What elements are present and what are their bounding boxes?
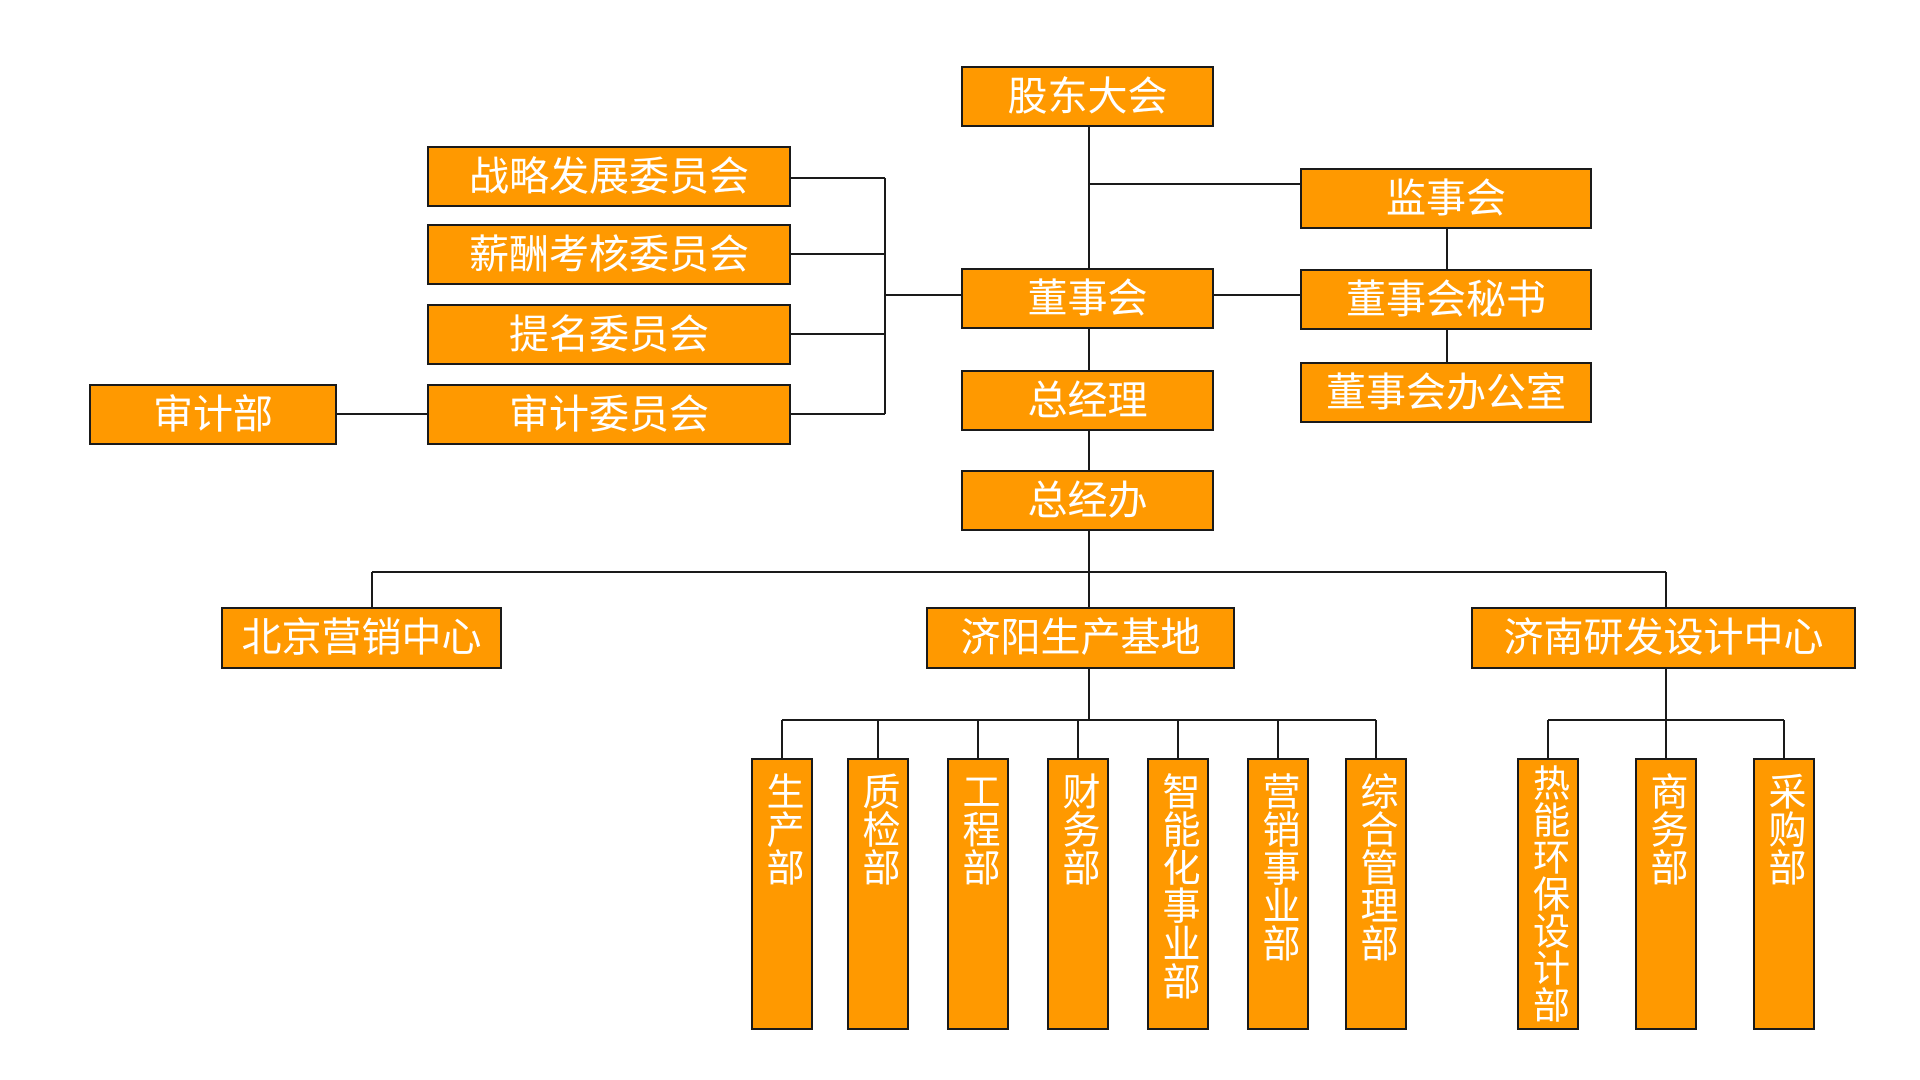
jinan-dept-commerce: 商务部	[1635, 758, 1697, 1030]
board-of-directors-box: 董事会	[961, 268, 1214, 329]
nomination-committee-label: 提名委员会	[509, 311, 709, 358]
jiyang-dept-quality: 质检部	[847, 758, 909, 1030]
general-manager-box: 总经理	[961, 370, 1214, 431]
general-manager-label: 总经理	[1027, 377, 1148, 424]
audit-committee-box: 审计委员会	[427, 384, 791, 445]
jiyang-dept-finance: 财务部	[1047, 758, 1109, 1030]
gm-office-label: 总经办	[1027, 477, 1148, 524]
board-office-box: 董事会办公室	[1300, 362, 1592, 423]
jinan-dept-thermal-design: 热能环保设计部	[1517, 758, 1579, 1030]
audit-department-box: 审计部	[89, 384, 337, 445]
audit-department-label: 审计部	[153, 391, 273, 438]
board-of-directors-label: 董事会	[1027, 275, 1148, 322]
supervisory-board-label: 监事会	[1386, 175, 1506, 222]
jiyang-dept-general-admin-label: 综合管理部	[1354, 772, 1398, 962]
jiyang-production-base-label: 济阳生产基地	[960, 615, 1201, 661]
shareholders-meeting-box: 股东大会	[961, 66, 1214, 127]
jiyang-dept-engineering-label: 工程部	[956, 772, 1000, 886]
jiyang-dept-production: 生产部	[751, 758, 813, 1030]
board-secretary-label: 董事会秘书	[1346, 276, 1546, 323]
jiyang-dept-marketing-label: 营销事业部	[1256, 772, 1300, 962]
jiyang-dept-marketing: 营销事业部	[1247, 758, 1309, 1030]
compensation-committee-box: 薪酬考核委员会	[427, 224, 791, 285]
strategy-committee-box: 战略发展委员会	[427, 146, 791, 207]
jiyang-dept-quality-label: 质检部	[856, 772, 900, 886]
jinan-dept-procurement-label: 采购部	[1762, 772, 1806, 886]
jiyang-dept-engineering: 工程部	[947, 758, 1009, 1030]
supervisory-board-box: 监事会	[1300, 168, 1592, 229]
jinan-dept-commerce-label: 商务部	[1644, 772, 1688, 886]
board-office-label: 董事会办公室	[1326, 369, 1566, 416]
jiyang-dept-finance-label: 财务部	[1056, 772, 1100, 886]
gm-office-box: 总经办	[961, 470, 1214, 531]
jiyang-dept-production-label: 生产部	[760, 772, 804, 886]
jinan-rd-center-box: 济南研发设计中心	[1471, 607, 1856, 669]
beijing-marketing-center-box: 北京营销中心	[221, 607, 502, 669]
jiyang-dept-intelligent: 智能化事业部	[1147, 758, 1209, 1030]
compensation-committee-label: 薪酬考核委员会	[469, 231, 749, 278]
jinan-dept-procurement: 采购部	[1753, 758, 1815, 1030]
beijing-marketing-center-label: 北京营销中心	[241, 615, 482, 661]
nomination-committee-box: 提名委员会	[427, 304, 791, 365]
jiyang-dept-intelligent-label: 智能化事业部	[1156, 772, 1200, 1000]
shareholders-meeting-label: 股东大会	[1007, 73, 1168, 120]
board-secretary-box: 董事会秘书	[1300, 269, 1592, 330]
jinan-dept-thermal-design-label: 热能环保设计部	[1526, 764, 1570, 1023]
jinan-rd-center-label: 济南研发设计中心	[1503, 615, 1824, 661]
audit-committee-label: 审计委员会	[509, 391, 709, 438]
jiyang-dept-general-admin: 综合管理部	[1345, 758, 1407, 1030]
jiyang-production-base-box: 济阳生产基地	[926, 607, 1235, 669]
strategy-committee-label: 战略发展委员会	[469, 153, 749, 200]
